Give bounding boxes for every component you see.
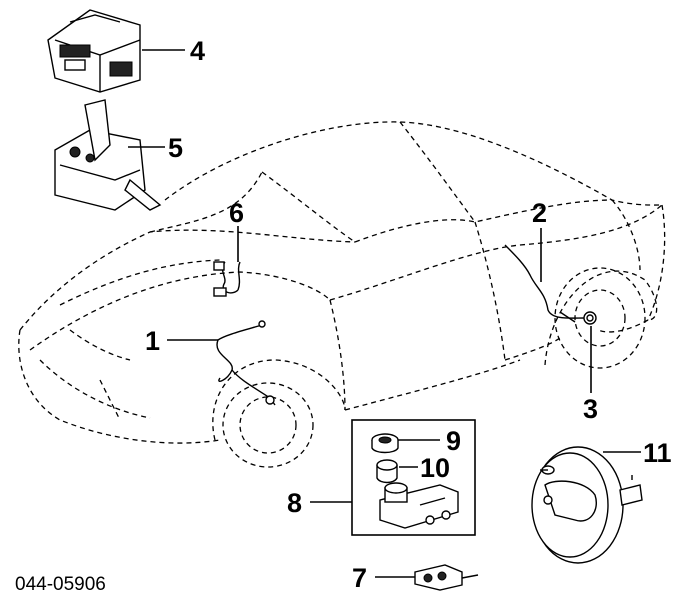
callout-9: 9 [446,426,461,456]
reservoir-grommet [376,459,398,484]
brake-actuator [47,9,141,93]
callout-3: 3 [583,394,598,424]
brake-reservoir [379,482,459,529]
callout-7: 7 [352,563,367,593]
callout-2: 2 [532,198,547,228]
brake-booster [531,446,643,564]
rear-abs-sensor [504,244,597,325]
front-abs-sensor [216,320,276,406]
leader-lines [128,49,641,578]
reservoir-kit-box [351,419,476,536]
callout-4: 4 [190,36,205,66]
callout-8: 8 [287,488,302,518]
callout-11: 11 [643,438,672,468]
front-sensor-wire [213,261,241,297]
callout-6: 6 [229,198,244,228]
callout-1: 1 [145,326,160,356]
callout-10: 10 [420,453,450,483]
callout-5: 5 [168,133,183,163]
reservoir-cap [371,433,399,454]
actuator-bracket [54,99,162,211]
brake-light-switch [414,564,479,591]
diagram-code: 044-05906 [15,574,106,595]
